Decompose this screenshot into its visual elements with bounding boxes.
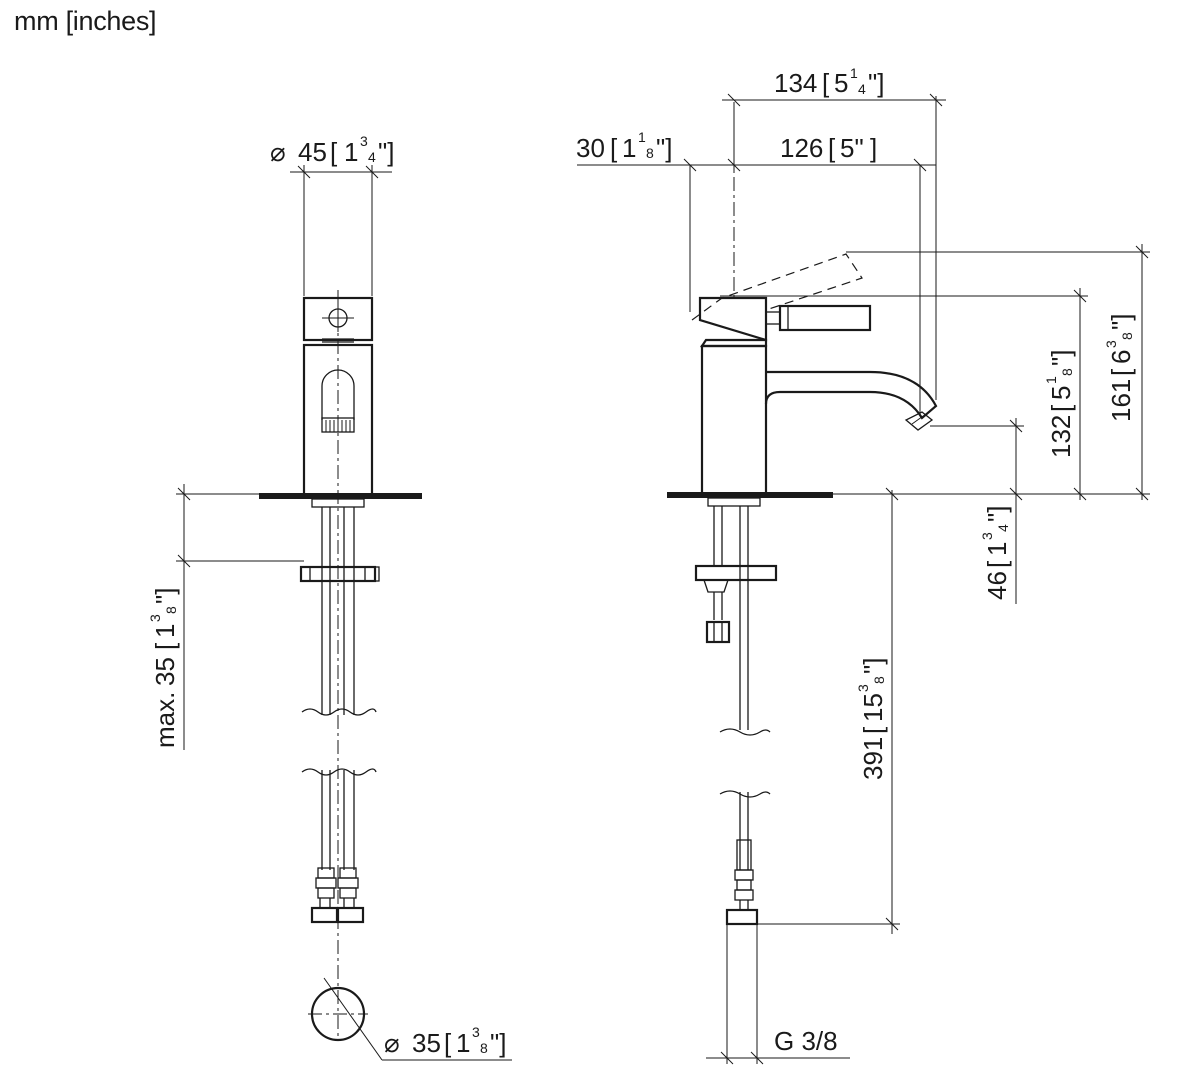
- dim-inch-den: 8: [1119, 332, 1135, 340]
- dim-inch-den: 8: [163, 606, 179, 614]
- dim-inch-whole: 1: [150, 624, 180, 638]
- dim-hole-diameter: ⌀ 35 [ 1 3 8 "]: [384, 1024, 506, 1058]
- dim-lever-offset: 30 [ 1 1 8 "]: [576, 129, 672, 163]
- bracket-open-icon: [: [444, 1028, 452, 1058]
- diameter-symbol-icon: ⌀: [384, 1028, 400, 1058]
- dim-mm-value: 134: [774, 68, 817, 98]
- inch-close-icon: "]: [858, 658, 888, 674]
- bracket-open-icon: [: [610, 133, 618, 163]
- side-break-top: [719, 728, 771, 736]
- dim-inch-den: 4: [368, 149, 376, 165]
- side-view: [667, 102, 938, 926]
- front-view: [259, 290, 422, 1042]
- dim-inch-den: 8: [871, 676, 887, 684]
- dim-mm-value: 45: [298, 137, 327, 167]
- side-lever: [778, 304, 872, 332]
- bracket-open-icon: [: [1046, 404, 1076, 412]
- front-fixing-nut: [299, 565, 377, 583]
- dim-mm-value: 132: [1046, 415, 1076, 458]
- bracket-open-icon: [: [858, 726, 888, 734]
- dim-mm-value: 126: [780, 133, 823, 163]
- dim-inch-num: 3: [472, 1024, 480, 1040]
- dim-inch-whole: 6: [1106, 350, 1136, 364]
- dim-inch-num: 3: [147, 614, 163, 622]
- bracket-open-icon: [: [982, 560, 1012, 568]
- dim-overall-height: 161 [ 6 3 8 "]: [1103, 314, 1136, 422]
- dim-inch-num: 1: [1043, 376, 1059, 384]
- front-break-top: [301, 708, 377, 716]
- bracket-open-icon: [: [822, 68, 830, 98]
- inch-close-icon: "]: [982, 506, 1012, 522]
- dim-inch-den: 4: [858, 81, 866, 97]
- bracket-open-icon: [: [828, 133, 836, 163]
- dim-inch-num: 3: [360, 133, 368, 149]
- dim-inch-num: 1: [638, 129, 646, 145]
- side-counter-plate: [667, 492, 833, 498]
- inch-close-icon: "]: [378, 137, 394, 167]
- side-break-bottom: [719, 790, 771, 798]
- dimension-lines: [176, 93, 1150, 1065]
- front-hose-fittings: [310, 867, 365, 924]
- dim-inch-den: 8: [1059, 368, 1075, 376]
- inch-close-icon: "]: [490, 1028, 506, 1058]
- dim-mm-value: 391: [858, 737, 888, 780]
- bracket-open-icon: [: [1106, 368, 1136, 376]
- dim-overall-reach: 134 [ 5 1 4 "]: [774, 65, 884, 98]
- dim-prefix: max.: [150, 692, 180, 748]
- side-body: [700, 344, 768, 496]
- inch-close-icon: "]: [868, 68, 884, 98]
- side-spout: [764, 370, 938, 420]
- dim-inch-whole: 1: [982, 542, 1012, 556]
- side-handle: [698, 296, 768, 342]
- dim-inch-whole: 1: [344, 137, 358, 167]
- inch-close-icon: "]: [1046, 350, 1076, 366]
- inch-close-icon: "]: [656, 133, 672, 163]
- side-hose-fitting: [725, 839, 759, 926]
- dim-inch-num: 3: [855, 684, 871, 692]
- dim-body-diameter: ⌀ 45 [ 1 3 4 "]: [270, 133, 394, 167]
- dim-inch-num: 3: [979, 532, 995, 540]
- dim-mm-value: 46: [982, 571, 1012, 600]
- dim-mm-value: 35: [412, 1028, 441, 1058]
- dim-inch-whole: 15: [858, 693, 888, 722]
- inch-close-icon: "]: [150, 588, 180, 604]
- dim-inch-whole: 5: [1046, 386, 1076, 400]
- bracket-open-icon: [: [330, 137, 338, 167]
- diameter-symbol-icon: ⌀: [270, 137, 286, 167]
- dim-inch-den: 8: [480, 1040, 488, 1056]
- dim-inch-num: 3: [1103, 340, 1119, 348]
- dim-shank-length: 46 [ 1 3 4 "]: [979, 506, 1012, 600]
- inch-close-icon: "]: [1106, 314, 1136, 330]
- front-counter-plate: [259, 493, 422, 499]
- dim-mm-value: 161: [1106, 379, 1136, 422]
- front-break-bottom: [301, 768, 377, 776]
- dim-counter-thickness: max. 35 [ 1 3 8 "]: [147, 588, 180, 748]
- dim-inch-whole: 1: [456, 1028, 470, 1058]
- bracket-open-icon: [: [150, 642, 180, 650]
- dim-hose-length: 391 [ 15 3 8 "]: [855, 658, 888, 780]
- dim-inch-text: 5": [840, 133, 864, 163]
- dim-inch-den: 4: [995, 524, 1011, 532]
- dim-mm-value: 35: [150, 657, 180, 686]
- side-handle-raised: [691, 253, 863, 321]
- dim-inch-den: 8: [646, 145, 654, 161]
- dim-spout-height: 132 [ 5 1 8 "]: [1043, 350, 1076, 458]
- dim-inch-whole: 1: [622, 133, 636, 163]
- bracket-close-icon: ]: [870, 133, 877, 163]
- dim-inch-whole: 5: [834, 68, 848, 98]
- dim-inch-num: 1: [850, 65, 858, 81]
- dim-spout-reach: 126 [ 5" ]: [780, 133, 877, 163]
- units-caption: mm [inches]: [14, 6, 157, 36]
- dim-connection-thread: G 3/8: [774, 1026, 838, 1056]
- dim-mm-value: 30: [576, 133, 605, 163]
- side-fixing-nut: [694, 564, 778, 582]
